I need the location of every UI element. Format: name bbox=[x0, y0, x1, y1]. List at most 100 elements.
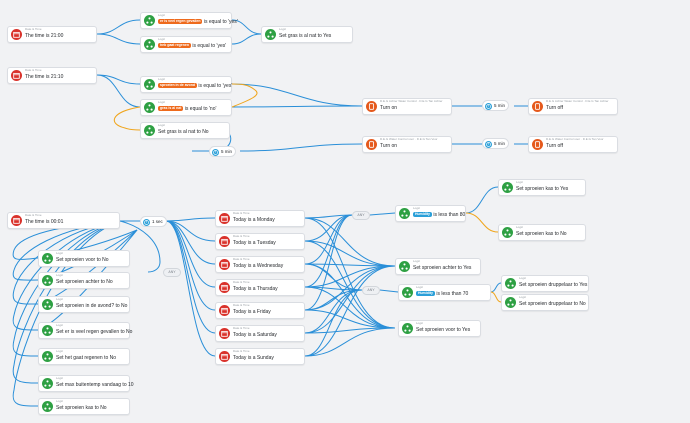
card-text: Turn off bbox=[546, 105, 563, 111]
logic-flow-icon bbox=[42, 299, 53, 310]
logic-flow-icon bbox=[42, 351, 53, 362]
card-text: Set sproeien kas to No bbox=[516, 231, 567, 237]
trigger-time-2110[interactable]: Date & Time The time is 21:10 bbox=[7, 67, 97, 84]
card-category: Logic bbox=[519, 295, 527, 299]
card-text: Set sproeien in de avond? to No bbox=[56, 303, 128, 309]
device-voor-turn-on[interactable]: D.E.G Water Control voor · D.E.G Tan Voo… bbox=[362, 136, 452, 153]
card-text: Set sproeien druppelaar to No bbox=[519, 301, 586, 307]
device-achter-turn-off[interactable]: D.E.G Achter Water Control · D.E.G Tan A… bbox=[528, 98, 618, 115]
calendar-clock-icon bbox=[11, 70, 22, 81]
delay-5min-gras[interactable]: 5 min bbox=[209, 146, 237, 157]
device-achter-turn-on[interactable]: D.E.G Achter Water Control · D.E.G Tan A… bbox=[362, 98, 452, 115]
delay-5min-achter[interactable]: 5 min bbox=[482, 100, 510, 111]
water-control-icon bbox=[366, 101, 377, 112]
card-category: Date & Time bbox=[233, 349, 250, 353]
device-voor-turn-off[interactable]: D.E.G Water Control voor · D.E.G Tan Voo… bbox=[528, 136, 618, 153]
card-category: Logic bbox=[516, 225, 524, 229]
logic-flow-icon bbox=[402, 323, 413, 334]
logic-flow-icon bbox=[505, 297, 516, 308]
calendar-clock-icon bbox=[219, 259, 230, 270]
card-category: Logic bbox=[158, 123, 166, 127]
logic-flow-icon bbox=[402, 287, 413, 298]
card-category: Logic bbox=[158, 77, 166, 81]
any-join-node[interactable]: ANY bbox=[362, 286, 380, 295]
any-join-node[interactable]: ANY bbox=[163, 268, 181, 277]
condition-gras-wet[interactable]: Logic gras is al nat is equal to 'no' bbox=[140, 99, 232, 116]
card-text: The time is 21:00 bbox=[25, 33, 64, 39]
card-text: Today is a Tuesday bbox=[233, 240, 276, 246]
logic-flow-icon bbox=[399, 261, 410, 272]
card-category: Logic bbox=[416, 285, 424, 289]
card-text: Set sproeien voor to No bbox=[56, 257, 109, 263]
card-category: Date & Time bbox=[233, 234, 250, 238]
card-category: Logic bbox=[56, 349, 64, 353]
card-text: is less than 70 bbox=[436, 291, 469, 297]
action-voor-yes[interactable]: Logic Set sproeien voor to Yes bbox=[398, 320, 481, 337]
trigger-time-0001[interactable]: Date & Time The time is 00:01 bbox=[7, 212, 120, 229]
condition-humidity-70[interactable]: Logic Humidity is less than 70 bbox=[398, 284, 491, 301]
logic-flow-icon bbox=[42, 253, 53, 264]
card-category: D.E.G Achter Water Control · D.E.G Tan A… bbox=[380, 99, 443, 103]
card-text: is less than 80 bbox=[433, 212, 466, 218]
card-category: Logic bbox=[279, 27, 287, 31]
logic-flow-icon bbox=[42, 275, 53, 286]
action-druppelaar-yes[interactable]: Logic Set sproeien druppelaar to Yes bbox=[501, 275, 589, 292]
card-text: Set het gaat regenen to No bbox=[56, 355, 117, 361]
card-text: Today is a Friday bbox=[233, 309, 271, 315]
delay-label: 1 sec bbox=[152, 219, 163, 224]
variable-token: gras is al nat bbox=[158, 106, 184, 112]
logic-flow-icon bbox=[144, 15, 155, 26]
card-text: is equal to 'yes' bbox=[198, 83, 233, 89]
card-category: Date & Time bbox=[233, 257, 250, 261]
calendar-clock-icon bbox=[219, 328, 230, 339]
logic-flow-icon bbox=[42, 325, 53, 336]
any-join-node[interactable]: ANY bbox=[352, 211, 370, 220]
card-text: is equal to 'no' bbox=[184, 106, 217, 112]
calendar-clock-icon bbox=[11, 215, 22, 226]
card-category: Logic bbox=[413, 259, 421, 263]
logic-flow-icon bbox=[144, 125, 155, 136]
card-text: Set sproeien druppelaar to Yes bbox=[519, 282, 588, 288]
card-text: The time is 21:10 bbox=[25, 74, 64, 80]
card-category: Logic bbox=[56, 399, 64, 403]
action-set-gras-no[interactable]: Logic Set gras is al nat to No bbox=[140, 122, 230, 139]
action-kas-yes[interactable]: Logic Set sproeien kas to Yes bbox=[498, 179, 586, 196]
water-control-icon bbox=[532, 139, 543, 150]
trigger-time-2100[interactable]: Date & Time The time is 21:00 bbox=[7, 26, 97, 43]
variable-token: sproeien in de avond bbox=[158, 83, 198, 89]
action-achter-yes[interactable]: Logic Set sproeien achter to Yes bbox=[395, 258, 481, 275]
card-text: Set sproeien kas to Yes bbox=[516, 186, 569, 192]
action-kas-no[interactable]: Logic Set sproeien kas to No bbox=[498, 224, 586, 241]
card-text: The time is 00:01 bbox=[25, 219, 64, 225]
stopwatch-icon bbox=[143, 218, 150, 226]
delay-label: 5 min bbox=[494, 103, 506, 108]
card-text: Set er is veel regen gevallen to No bbox=[56, 329, 133, 335]
action-druppelaar-no[interactable]: Logic Set sproeien druppelaar to No bbox=[501, 294, 589, 311]
card-category: Date & Time bbox=[25, 27, 42, 31]
card-text: Set sproeien kas to No bbox=[56, 405, 107, 411]
condition-rain-today[interactable]: Logic heb gaat regenen is equal to 'yes' bbox=[140, 36, 232, 53]
delay-1sec[interactable]: 1 sec bbox=[140, 216, 167, 227]
condition-rain-expected[interactable]: Logic er is veel regen gevallen is equal… bbox=[140, 12, 238, 29]
delay-5min-voor[interactable]: 5 min bbox=[482, 138, 510, 149]
calendar-clock-icon bbox=[219, 236, 230, 247]
water-control-icon bbox=[532, 101, 543, 112]
condition-humidity-80[interactable]: Logic Humidity is less than 80 bbox=[395, 205, 466, 222]
condition-sprinklers-evening[interactable]: Logic sproeien in de avond is equal to '… bbox=[140, 76, 232, 93]
action-set-gras-yes[interactable]: Logic Set gras is al nat to Yes bbox=[261, 26, 353, 43]
